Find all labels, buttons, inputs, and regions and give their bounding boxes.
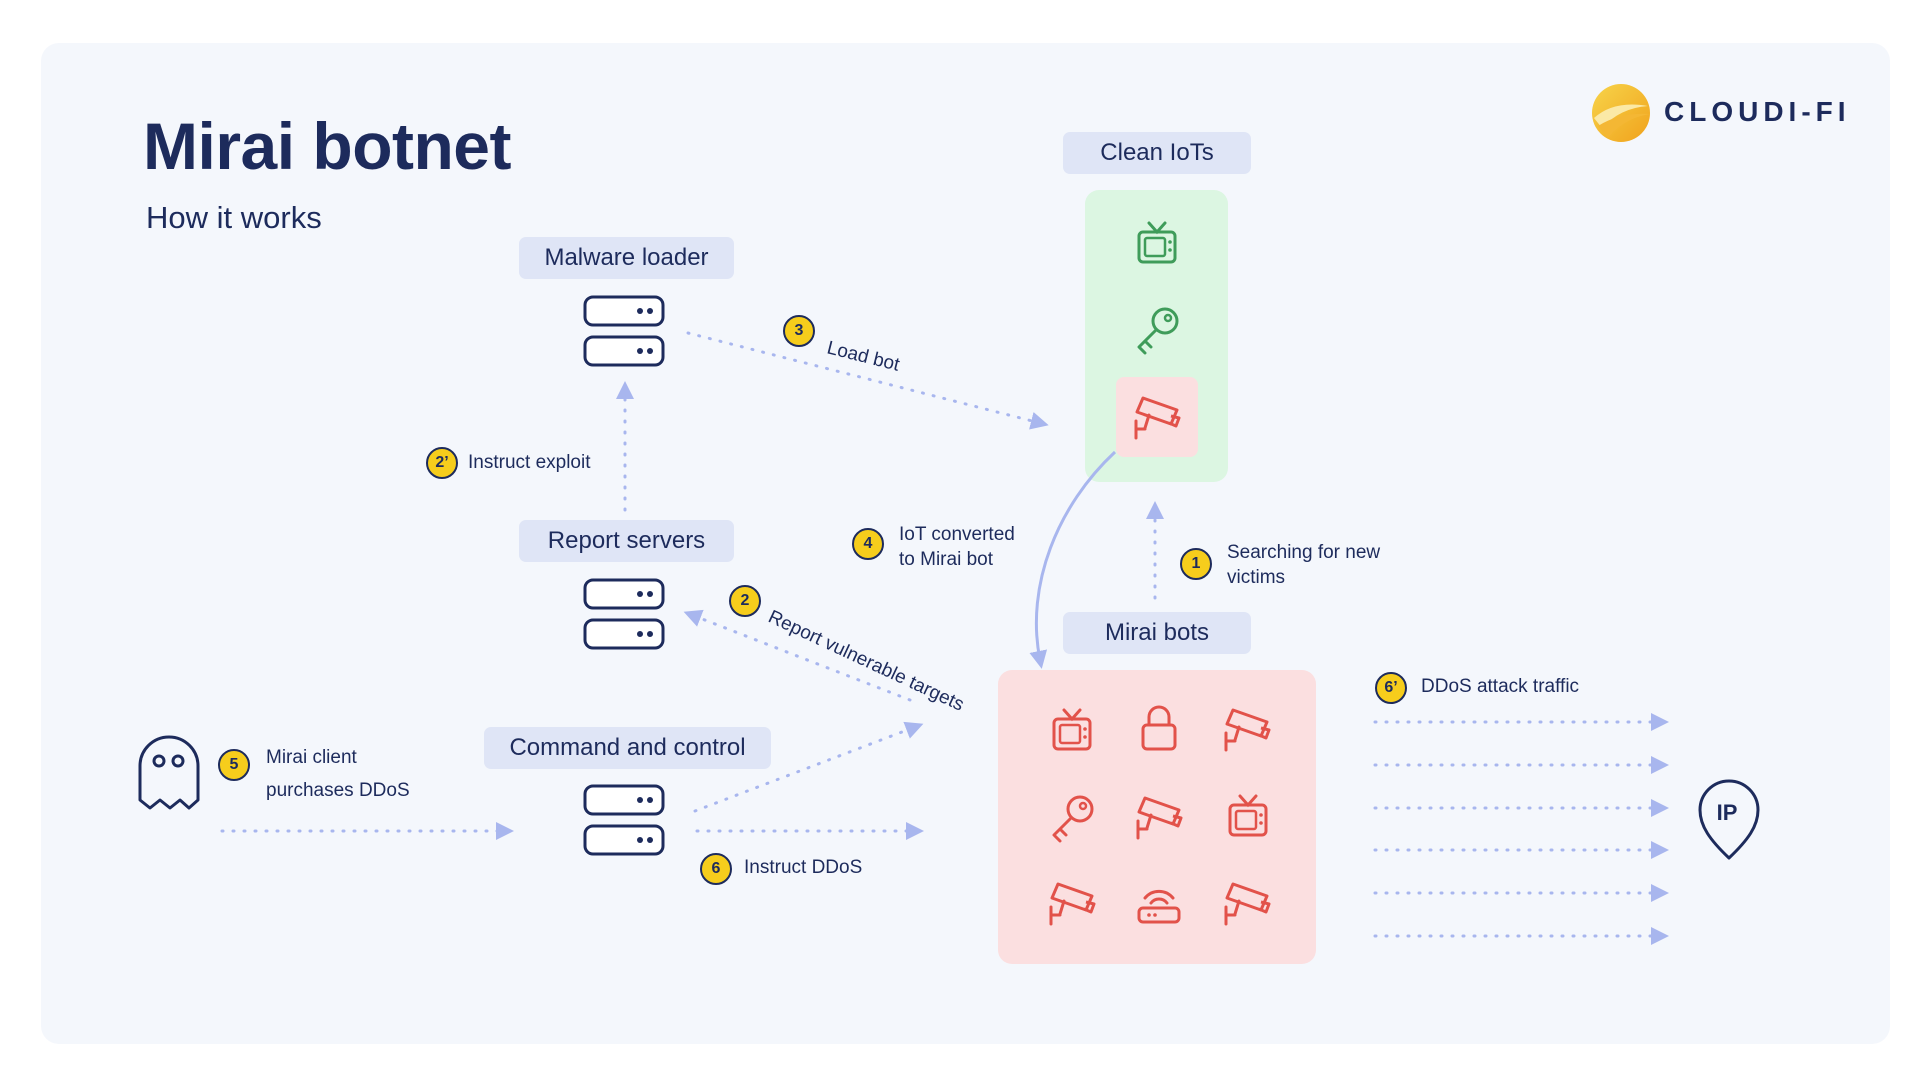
step-4-text: IoT converted to Mirai bot: [899, 524, 1015, 570]
step-6-text: Instruct DDoS: [744, 857, 863, 878]
step-badge-3: 3: [783, 315, 815, 347]
brand-name: CLOUDI-FI: [1664, 96, 1851, 127]
step-6-prime-text: DDoS attack traffic: [1421, 676, 1580, 697]
node-mirai-bots: Mirai bots: [1063, 612, 1251, 654]
server-icon: [583, 784, 665, 856]
cloudi-fi-logo-icon: [1592, 84, 1650, 142]
step-1-text: Searching for new victims: [1227, 542, 1381, 588]
ddos-traffic-arrows: [1373, 713, 1669, 945]
step-badge-2: 2: [729, 585, 761, 617]
server-icon: [583, 295, 665, 367]
step-2-prime-text: Instruct exploit: [468, 452, 591, 473]
node-clean-iots: Clean IoTs: [1063, 132, 1251, 174]
ghost-icon: [138, 735, 200, 810]
step-badge-6-prime: 6’: [1375, 672, 1407, 704]
server-icon: [583, 578, 665, 650]
step-2-text: Report vulnerable targets: [765, 606, 967, 715]
diagram-card: [41, 43, 1890, 1044]
step-badge-5: 5: [218, 749, 250, 781]
node-malware-loader: Malware loader: [519, 237, 734, 279]
step-badge-1: 1: [1180, 548, 1212, 580]
step-badge-6: 6: [700, 853, 732, 885]
target-ip-label: IP: [1717, 800, 1738, 825]
node-command-and-control: Command and control: [484, 727, 771, 769]
node-report-servers: Report servers: [519, 520, 734, 562]
page-title: Mirai botnet: [143, 109, 512, 183]
step-badge-2-prime: 2’: [426, 447, 458, 479]
infected-device-highlight: [1116, 377, 1198, 457]
arrow-iot-converted: [1029, 450, 1117, 669]
page-subtitle: How it works: [146, 200, 322, 235]
location-pin-icon: [1698, 779, 1760, 860]
arrow-cnc-to-bots: [693, 721, 924, 813]
step-badge-4: 4: [852, 528, 884, 560]
step-5-text: Mirai client purchases DDoS: [266, 747, 410, 801]
